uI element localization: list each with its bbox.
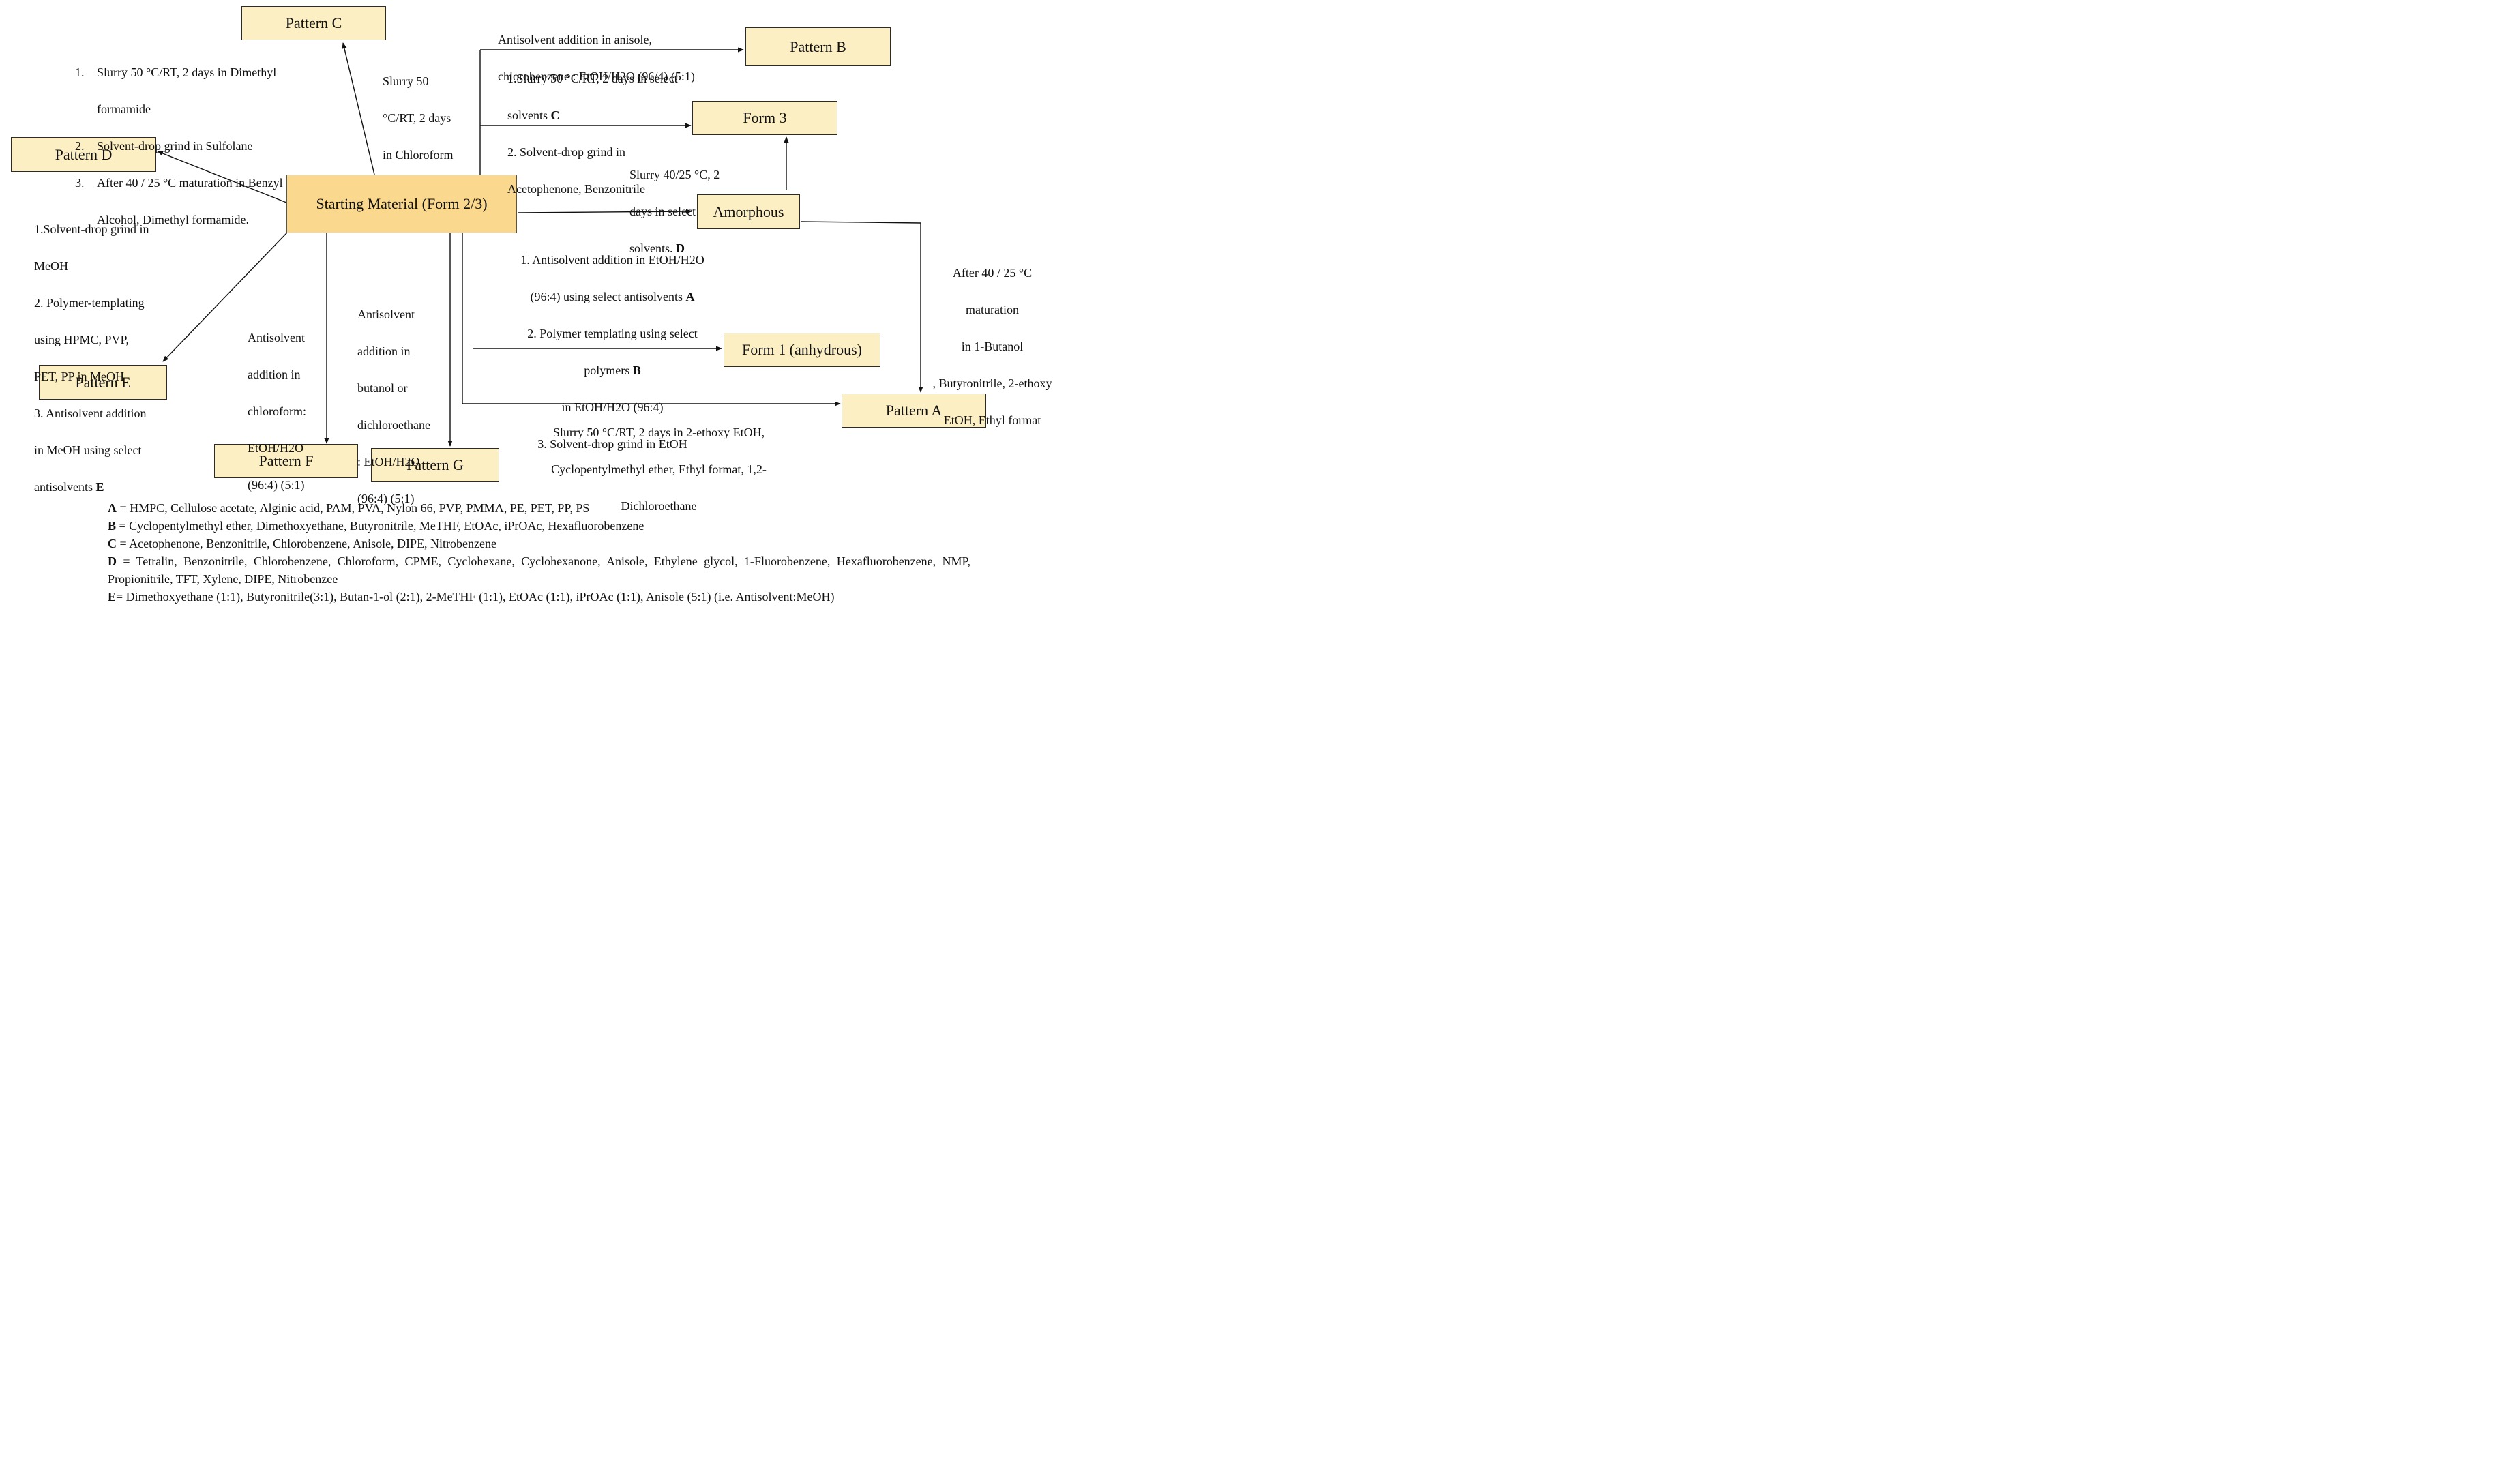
label-amorphous-to-form-3: Slurry 40/25 °C, 2 days in select solven… <box>629 168 720 255</box>
label-slurry-to-pattern-a: Slurry 50 °C/RT, 2 days in 2-ethoxy EtOH… <box>551 426 767 513</box>
pattern-c-box: Pattern C <box>241 6 386 40</box>
pattern-a-box: Pattern A <box>842 394 986 428</box>
arrow-to-pattern-d <box>157 151 287 203</box>
label-to-pattern-c: 1.Slurry 50 °C/RT, 2 days in Dimethyl fo… <box>75 65 283 226</box>
pattern-g-box: Pattern G <box>371 448 499 482</box>
label-chloroform-slurry: Slurry 50 °C/RT, 2 days in Chloroform <box>383 74 454 162</box>
form-3-box: Form 3 <box>692 101 837 135</box>
pattern-e-box: Pattern E <box>39 365 167 400</box>
label-to-pattern-e: 1.Solvent-drop grind in MeOH 2. Polymer-… <box>34 222 149 494</box>
polymorph-screening-diagram: Starting Material (Form 2/3) Pattern C P… <box>0 0 1069 633</box>
legend-entry-b: B = Cyclopentylmethyl ether, Dimethoxyet… <box>108 519 644 533</box>
starting-material-box: Starting Material (Form 2/3) <box>286 175 517 233</box>
label-amorphous-to-pattern-a: After 40 / 25 °C maturation in 1-Butanol… <box>932 266 1052 427</box>
label-to-form-3-top: 1.Slurry 50 °C/RT, 2 days in select solv… <box>507 72 678 196</box>
legend-entry-e: E= Dimethoxyethane (1:1), Butyronitrile(… <box>108 590 835 604</box>
solvent-legend: A = HMPC, Cellulose acetate, Alginic aci… <box>108 499 970 606</box>
connector-layer <box>157 42 923 447</box>
form-1-box: Form 1 (anhydrous) <box>724 333 880 367</box>
label-to-pattern-g: Antisolvent addition in butanol or dichl… <box>357 308 430 505</box>
legend-entry-c: C = Acetophenone, Benzonitrile, Chlorobe… <box>108 537 497 550</box>
arrow-to-pattern-c <box>342 42 375 175</box>
arrow-to-pattern-e <box>162 231 288 362</box>
label-to-pattern-f: Antisolvent addition in chloroform: EtOH… <box>248 331 306 492</box>
arrow-amorphous-to-pattern-a <box>800 221 923 393</box>
pattern-b-box: Pattern B <box>745 27 891 66</box>
pattern-d-box: Pattern D <box>11 137 156 172</box>
arrow-to-pattern-a-bottom <box>462 233 841 406</box>
pattern-f-box: Pattern F <box>214 444 358 478</box>
legend-entry-d: D = Tetralin, Benzonitrile, Chlorobenzen… <box>108 554 971 586</box>
amorphous-box: Amorphous <box>697 194 800 229</box>
arrow-to-amorphous <box>518 209 692 214</box>
legend-entry-a: A = HMPC, Cellulose acetate, Alginic aci… <box>108 501 590 515</box>
label-to-pattern-b: Antisolvent addition in anisole, chlorob… <box>498 33 695 83</box>
label-to-form-1: 1. Antisolvent addition in EtOH/H2O (96:… <box>520 253 704 451</box>
